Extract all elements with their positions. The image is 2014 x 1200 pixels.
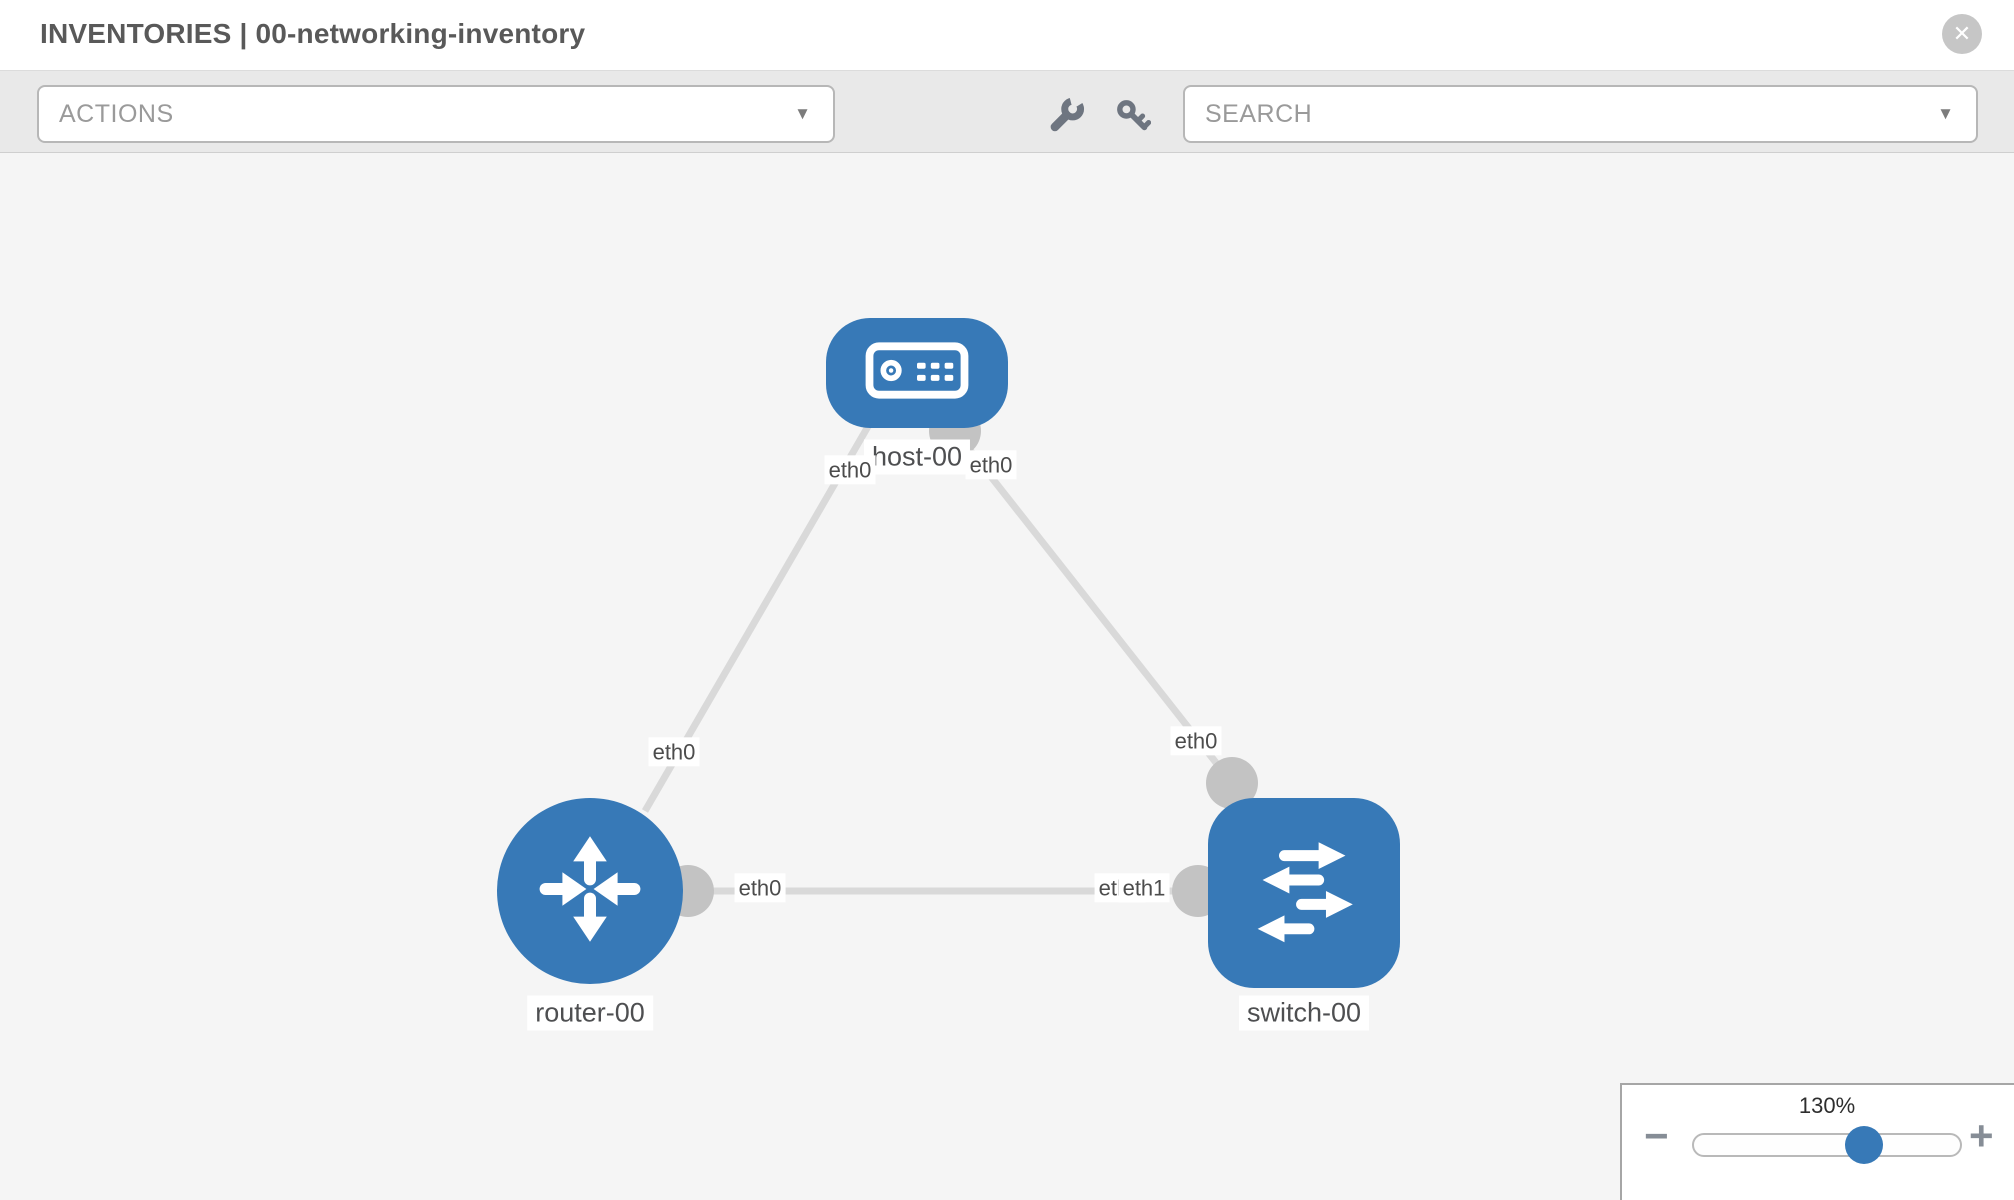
- topology-link: [952, 428, 1235, 786]
- zoom-percentage: 130%: [1798, 1093, 1856, 1118]
- caret-down-icon: ▼: [794, 104, 811, 123]
- actions-dropdown[interactable]: ACTIONS ▼: [37, 85, 835, 143]
- topology-links-layer: [641, 405, 1258, 917]
- interface-label: eth1: [1118, 873, 1170, 903]
- interface-label: eth0: [734, 873, 786, 903]
- actions-dropdown-label: ACTIONS: [59, 99, 174, 128]
- node-label-host-00: host-00: [863, 439, 971, 475]
- header: INVENTORIES | 00-networking-inventory ✕: [0, 0, 2014, 70]
- interface-label: eth0: [965, 450, 1017, 480]
- toolbar: ACTIONS ▼ SEARCH ▼: [0, 70, 2014, 153]
- topology-canvas[interactable]: host-00 router-00 switch-00 eth0 eth0 eth0 eth…: [0, 153, 2014, 1200]
- wrench-icon[interactable]: [1044, 94, 1088, 138]
- zoom-slider-thumb[interactable]: [1845, 1126, 1884, 1164]
- interface-label: eth0: [1170, 726, 1222, 756]
- close-icon[interactable]: ✕: [1942, 14, 1982, 54]
- zoom-out-minus-icon[interactable]: −: [1644, 1112, 1669, 1159]
- node-router-00[interactable]: [497, 798, 683, 984]
- zoom-panel: 130% − +: [1620, 1083, 2014, 1200]
- caret-down-icon: ▼: [1937, 104, 1954, 123]
- search-dropdown-label: SEARCH: [1205, 99, 1313, 128]
- search-dropdown[interactable]: SEARCH ▼: [1183, 85, 1978, 143]
- interface-label: eth0: [648, 737, 700, 767]
- interface-label: eth0: [824, 455, 876, 485]
- node-label-router-00: router-00: [527, 995, 653, 1031]
- router-icon: [530, 829, 650, 954]
- interface-dot: [1206, 757, 1258, 809]
- node-label-switch-00: switch-00: [1238, 995, 1370, 1031]
- node-switch-00[interactable]: [1208, 798, 1400, 988]
- page-title: INVENTORIES | 00-networking-inventory: [40, 18, 586, 49]
- switch-icon: [1243, 830, 1365, 957]
- zoom-slider-track[interactable]: [1692, 1126, 1962, 1164]
- zoom-in-plus-icon[interactable]: +: [1969, 1112, 1994, 1159]
- host-icon: [865, 342, 969, 404]
- key-icon[interactable]: [1111, 94, 1155, 138]
- node-host-00[interactable]: [826, 318, 1008, 428]
